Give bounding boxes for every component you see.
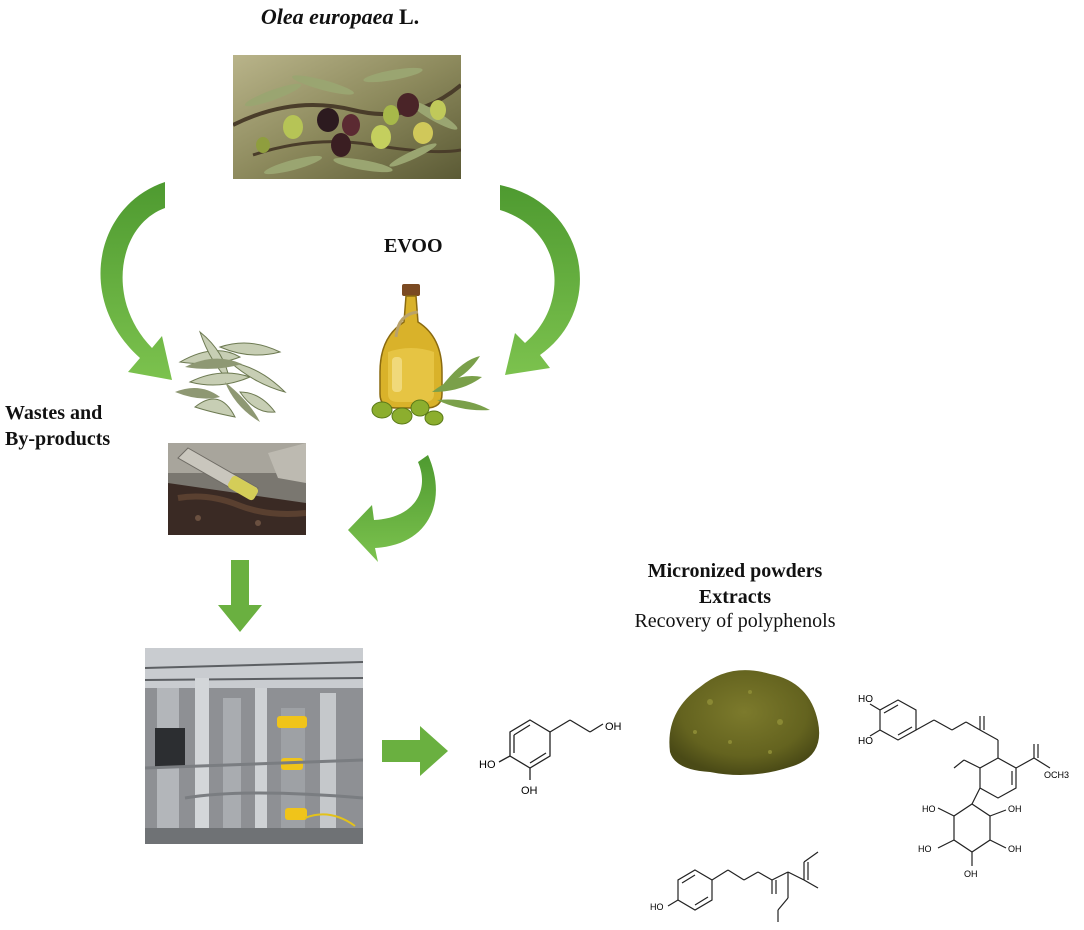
small-curved-arrow — [348, 455, 436, 562]
species-name: Olea europaea — [260, 4, 394, 29]
oil-bottle-photo — [362, 282, 494, 430]
species-author: L. — [398, 4, 420, 29]
oleocanthal-structure: HO — [650, 851, 819, 922]
oleuropein-ho-2: HO — [858, 736, 873, 747]
oleocanthal-ho: HO — [650, 902, 664, 912]
oleuropein-ho-sugar-1: HO — [922, 804, 936, 814]
micronized-label: Micronized powders — [647, 560, 823, 582]
hydroxytyrosol-structure: OH HO OH — [479, 719, 622, 797]
oleuropein-oh-sugar-3: OH — [964, 869, 978, 879]
right-curved-arrow — [500, 185, 580, 375]
oleuropein-oh-sugar-2: OH — [1008, 844, 1022, 854]
processing-plant-photo — [145, 648, 363, 844]
oleuropein-ho-sugar-2: HO — [918, 844, 932, 854]
olive-leaves-photo — [170, 322, 292, 424]
left-curved-arrow — [100, 182, 172, 380]
products-labels: Micronized powders Extracts Recovery of … — [600, 558, 870, 633]
wastes-label: Wastes and By-products — [5, 400, 110, 452]
wastes-label-line1: Wastes and — [5, 402, 103, 424]
ho-label: HO — [479, 759, 496, 771]
oleuropein-och3: OCH3 — [1044, 770, 1069, 780]
oleuropein-oh-sugar-1: OH — [1008, 804, 1022, 814]
olive-pomace-photo — [168, 443, 306, 535]
wastes-label-line2: By-products — [5, 428, 111, 450]
green-powder-photo — [660, 652, 828, 782]
oleuropein-ho-1: HO — [858, 694, 873, 705]
oh-label-2: OH — [521, 785, 538, 797]
extracts-label: Extracts — [698, 586, 772, 608]
oh-label: OH — [605, 721, 622, 733]
diagram-title: Olea europaea L. — [0, 4, 680, 30]
olive-branch-photo — [233, 55, 461, 179]
recovery-label: Recovery of polyphenols — [634, 610, 836, 632]
right-arrow — [382, 726, 448, 776]
oleuropein-structure: HO HO OCH3 HO OH HO OH OH — [858, 694, 1069, 879]
evoo-label: EVOO — [384, 235, 443, 257]
down-arrow — [218, 560, 262, 632]
